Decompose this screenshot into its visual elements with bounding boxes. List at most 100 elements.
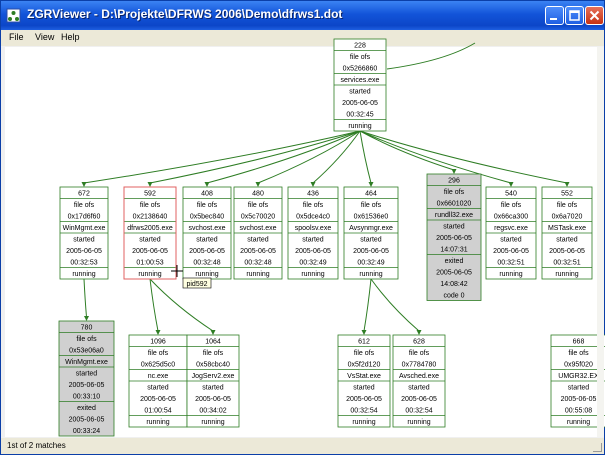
node-text: 592	[144, 191, 156, 198]
close-button[interactable]	[585, 6, 604, 25]
resize-grip[interactable]	[593, 443, 602, 452]
title-bar[interactable]: ZGRViewer - D:\Projekte\DFRWS 2006\Demo\…	[1, 1, 604, 30]
node-text: 2005-06-05	[401, 396, 437, 403]
node-text: 00:33:24	[73, 428, 100, 435]
node-text: running	[352, 419, 375, 426]
node-text: 480	[252, 191, 264, 198]
node-text: dfrws2005.exe	[127, 225, 173, 232]
arrow-head	[204, 182, 210, 187]
node-text: nc.exe	[148, 373, 169, 380]
node-text: file ofs	[140, 202, 161, 209]
node-text: services.exe	[341, 77, 380, 84]
menu-help[interactable]: Help	[61, 32, 80, 42]
node-text: 0x17d6f60	[68, 214, 101, 221]
node-text: started	[443, 224, 465, 231]
edge-line	[359, 130, 455, 171]
node-text: file ofs	[148, 350, 169, 357]
node-text: 0x5266860	[343, 66, 378, 73]
node-text: 0x66ca300	[494, 214, 528, 221]
node-text: 00:55:08	[565, 408, 592, 415]
node-text: running	[246, 271, 269, 278]
status-text: 1st of 2 matches	[7, 441, 66, 450]
node-text: 2005-06-05	[240, 248, 276, 255]
node-text: started	[408, 385, 430, 392]
node-text: 0x58cbc40	[196, 362, 230, 369]
node-text: svchost.exe	[240, 225, 277, 232]
node-header-fill	[427, 174, 481, 185]
node-box[interactable]	[58, 320, 115, 437]
node-text: file ofs	[350, 54, 371, 61]
arrow-head	[508, 182, 514, 187]
tooltip-text: pid592	[186, 281, 207, 288]
vertical-scrollbar[interactable]	[597, 47, 604, 437]
node-text: running	[348, 123, 371, 130]
node-text: 00:32:51	[497, 260, 524, 267]
node-text: 2005-06-05	[493, 248, 529, 255]
node-text: file ofs	[354, 350, 375, 357]
menu-view[interactable]: View	[35, 32, 55, 42]
node-text: 464	[365, 191, 377, 198]
arrow-head	[81, 182, 87, 187]
node-text: Avsched.exe	[399, 373, 439, 380]
node-text: 612	[358, 339, 370, 346]
node-text: 668	[573, 339, 585, 346]
edge-line	[257, 130, 361, 184]
node-text: 1096	[150, 339, 166, 346]
node-text: 0x2138640	[133, 214, 168, 221]
node-text: 0x625d5c0	[141, 362, 175, 369]
menu-file[interactable]: File	[9, 32, 24, 42]
node-text: file ofs	[444, 189, 465, 196]
node-text: 0x6a7020	[552, 214, 583, 221]
node-text: running	[499, 271, 522, 278]
node-text: 00:32:53	[70, 260, 97, 267]
node-text: file ofs	[74, 202, 95, 209]
maximize-button[interactable]	[565, 6, 584, 25]
node-text: started	[360, 237, 382, 244]
node-text: 00:32:54	[350, 408, 377, 415]
node-text: 2005-06-05	[189, 248, 225, 255]
node-text: started	[247, 237, 269, 244]
edge-line	[149, 278, 159, 332]
node-text: file ofs	[203, 350, 224, 357]
node-text: running	[138, 271, 161, 278]
node-header-fill	[59, 321, 114, 332]
node-text: 2005-06-05	[195, 396, 231, 403]
node-text: started	[202, 385, 224, 392]
node-text: running	[146, 419, 169, 426]
node-text: VsStat.exe	[347, 373, 381, 380]
edge-line	[359, 130, 512, 184]
edge-line	[206, 130, 361, 184]
node-text: regsvc.exe	[494, 225, 528, 232]
node-text: 2005-06-05	[295, 248, 331, 255]
minimize-button[interactable]	[545, 6, 564, 25]
node-text: running	[555, 271, 578, 278]
node-text: JogServ2.exe	[192, 373, 235, 380]
node-text: 00:34:02	[199, 408, 226, 415]
node-text: code 0	[443, 293, 464, 300]
node-box[interactable]	[426, 173, 482, 301]
node-text: file ofs	[197, 202, 218, 209]
node-text: 00:32:49	[357, 260, 384, 267]
node-text: 2005-06-05	[346, 396, 382, 403]
node-text: started	[76, 371, 98, 378]
window-title: ZGRViewer - D:\Projekte\DFRWS 2006\Demo\…	[27, 7, 343, 21]
node-text: 2005-06-05	[140, 396, 176, 403]
